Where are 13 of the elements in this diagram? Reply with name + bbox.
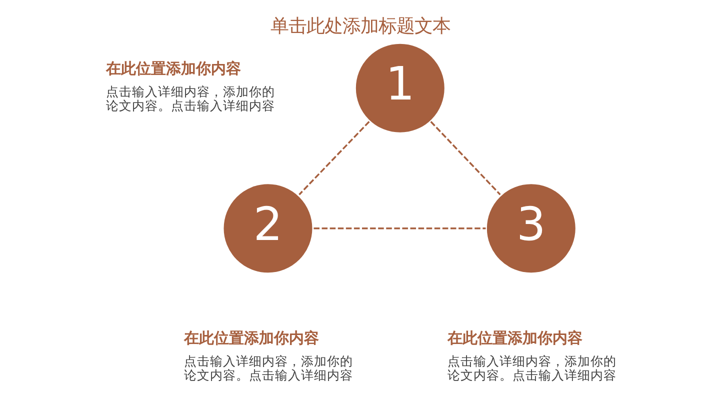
connector xyxy=(298,121,370,196)
diagram-title: 单击此处添加标题文本 xyxy=(270,16,450,38)
node-label: 在此位置添加你内容 xyxy=(184,329,320,348)
node-circle: 2 xyxy=(221,182,315,275)
node-circle: 1 xyxy=(354,42,447,135)
node-label: 在此位置添加你内容 xyxy=(106,60,241,78)
node-circle: 3 xyxy=(484,182,578,275)
node-label: 点击输入详细内容，添加你的论文内容。点击输入详细内容 xyxy=(106,84,275,113)
node-label: 点击输入详细内容，添加你的论文内容。点击输入详细内容 xyxy=(184,353,354,382)
connector xyxy=(314,228,486,230)
connector xyxy=(430,121,501,196)
node-label: 点击输入详细内容，添加你的论文内容。点击输入详细内容 xyxy=(447,353,616,382)
node-label: 在此位置添加你内容 xyxy=(447,329,582,348)
